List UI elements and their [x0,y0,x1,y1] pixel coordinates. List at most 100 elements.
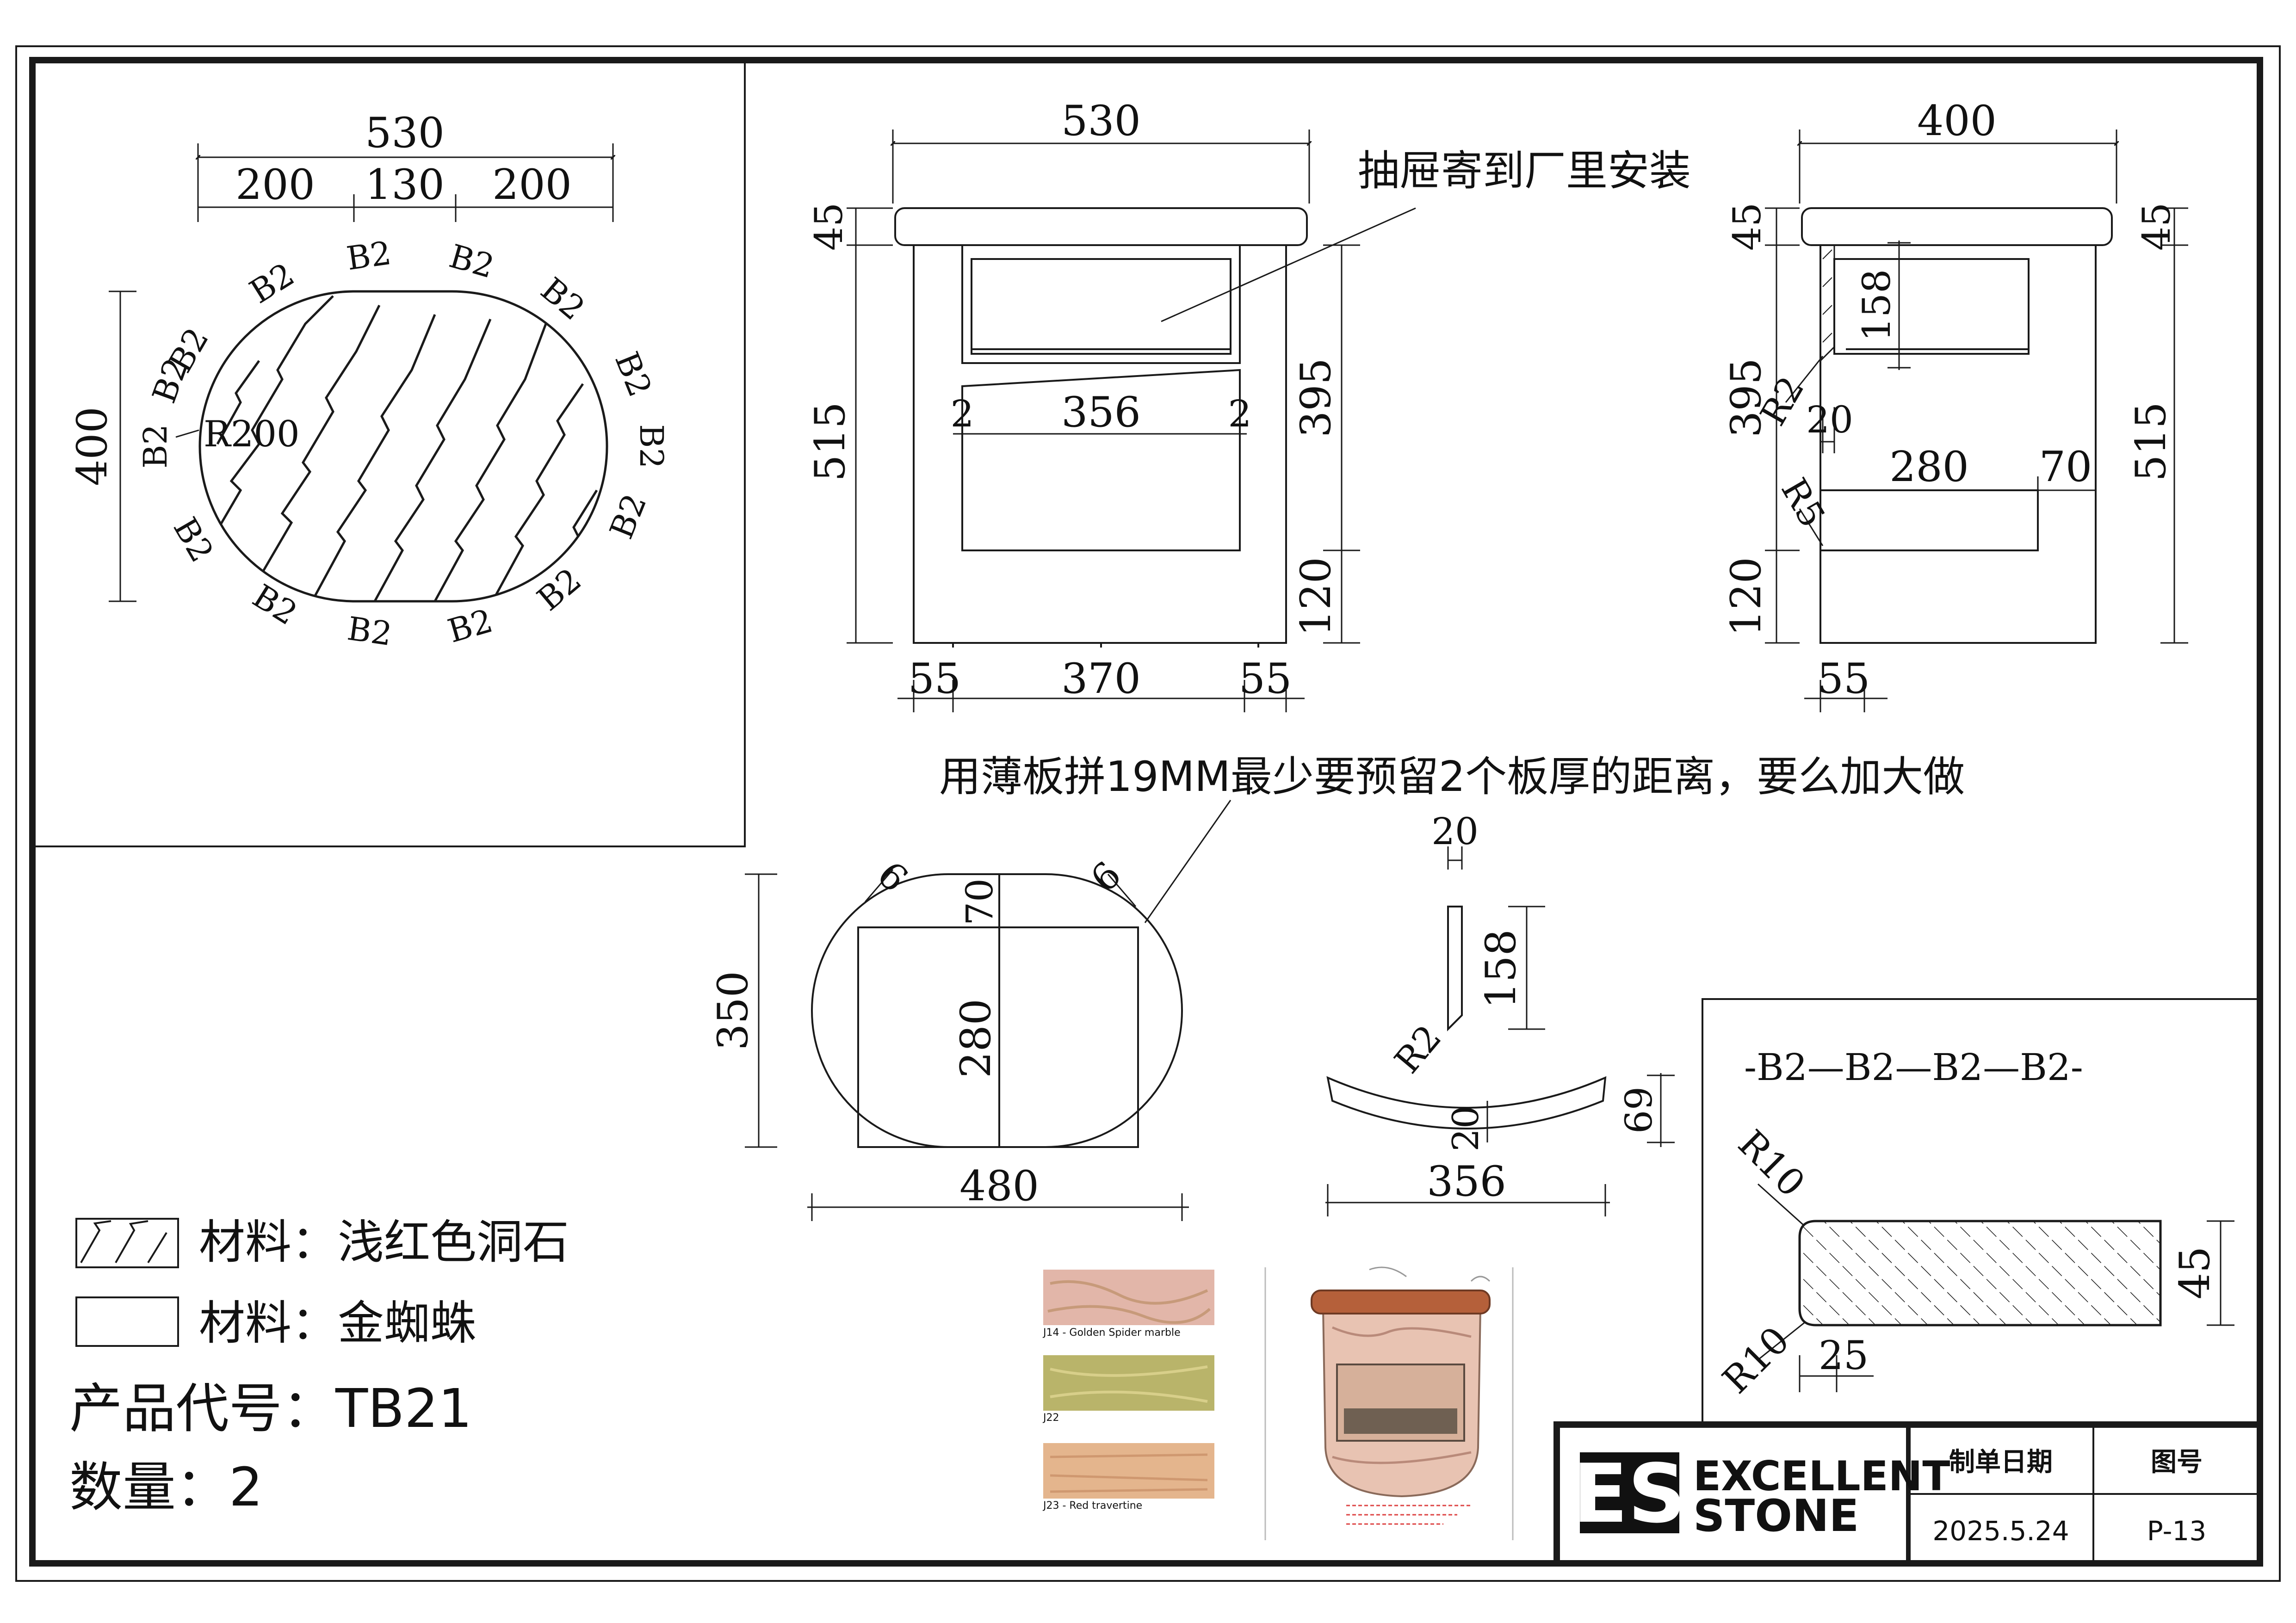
outer-frame [15,45,2281,1582]
brand-line-2: STONE [1693,1491,1859,1542]
brand-line-1: EXCELLENT [1693,1452,1950,1500]
plan-depth: 400 [68,407,117,486]
company-logo: ES [1572,1447,1686,1541]
legend-material-1: 材料：浅红色洞石 [199,1215,569,1269]
plan-edge-code: B2 [344,234,393,278]
plan-view-box [32,60,746,847]
part-curve-thickness: 20 [1445,1105,1487,1151]
plan-width-total: 530 [365,109,445,157]
plan-edge-code: B2 [166,511,221,568]
front-foot-left: 55 [908,654,961,703]
plan-segment-left: 200 [235,160,315,209]
render-preview [1264,1266,1514,1540]
plan-segment-mid: 130 [365,160,445,209]
date-label: 制单日期 [1949,1447,2053,1477]
sample-j22 [1043,1355,1214,1411]
side-top-thickness-left: 45 [1726,203,1770,251]
side-front-panel [1819,244,1835,363]
curved-bottom-piece [1326,1076,1607,1129]
drawer-corner-right: 6 [1083,853,1130,901]
plan-edge-code: B2 [602,488,654,544]
material-samples: J14 - Golden Spider marble J22 J23 - Red… [1042,1270,1214,1512]
edge-radius-bottom: R10 [1714,1318,1797,1401]
front-drawer-inner [971,258,1232,355]
legend-material-2: 材料：金蜘蛛 [199,1296,477,1350]
side-height-right: 515 [2127,402,2175,481]
front-panel-piece [1447,906,1463,1031]
edge-profile [1798,1220,2162,1327]
front-dim-lines [847,130,1416,712]
edge-codes-line: -B2—B2—B2—B2- [1744,1046,2083,1089]
front-drawer-note: 抽屉寄到厂里安装 [1358,147,1691,195]
sample-label-2: J22 [1042,1412,1059,1424]
front-top-thickness: 45 [807,203,851,251]
side-panel-thickness: 20 [1806,398,1853,441]
front-drawer-frame [961,244,1241,364]
plan-oval [198,290,608,603]
drawer-corner-left: 6 [869,853,916,901]
drawer-tray [857,926,1139,1148]
side-tray-depth: 280 [1889,443,1969,491]
plan-view [109,143,613,603]
edge-thickness: 45 [2171,1247,2219,1300]
side-drawer [1833,258,2030,355]
side-foot: 55 [1817,654,1870,703]
part-curve-width: 356 [1427,1157,1506,1206]
side-base-height: 120 [1722,557,1770,636]
title-block [1553,1421,2263,1567]
part-panel-height: 158 [1477,929,1525,1009]
marble-veins [207,295,598,601]
front-foot-right: 55 [1239,654,1292,703]
edge-detail-box [1702,998,2260,1425]
plan-edge-code: B2 [632,424,670,469]
edge-detail [1757,1183,2234,1392]
legend [75,1218,179,1347]
plan-edge-code: B2 [530,561,588,618]
part-curve-rise: 69 [1617,1086,1660,1134]
plan-dim-lines [109,143,613,602]
front-gap-right: 2 [1228,392,1252,435]
plan-edge-code: B2 [243,255,301,311]
edge-offset: 25 [1819,1333,1869,1379]
drawer-plan [745,869,1189,1221]
plan-segment-right: 200 [492,160,572,209]
drawer-tray-depth: 280 [952,999,1000,1078]
plan-edge-code: B2 [345,610,394,654]
side-dim-lines [1765,130,2188,712]
legend-quantity: 数量：2 [69,1456,263,1518]
part-panel-radius: R2 [1386,1017,1449,1081]
legend-swatch-plain [75,1296,179,1347]
side-height-left: 395 [1722,358,1770,438]
front-drawer-zone-height: 395 [1292,358,1340,438]
drawer-depth: 350 [709,971,757,1050]
plank-note: 用薄板拼19MM最少要预留2个板厚的距离，要么加大做 [939,753,1965,801]
front-base-height: 120 [1292,557,1340,636]
front-view [847,130,1416,712]
part-panel-thickness: 20 [1431,810,1479,853]
drawer-front-offset: 70 [958,878,1001,926]
logo-letters: ES [1572,1447,1686,1541]
inner-frame [29,57,2263,1567]
edge-radius-top: R10 [1730,1122,1813,1205]
plank-note-leader [1144,800,1232,923]
front-top [894,207,1308,246]
front-width: 530 [1061,97,1141,145]
drawing-no-label: 图号 [2151,1447,2203,1477]
legend-product-code: 产品代号：TB21 [69,1378,472,1440]
front-gap-left: 2 [951,392,974,435]
side-radius-mid: R5 [1773,471,1833,534]
plan-edge-code: B2 [246,577,304,632]
drawer-parts [1325,846,1675,1216]
drawer-width: 480 [959,1162,1039,1210]
front-body-height: 515 [806,402,854,481]
drawing-no-value: P-13 [2147,1515,2206,1547]
date-value: 2025.5.24 [1932,1515,2069,1547]
plan-radius: R200 [204,413,300,455]
side-view [1765,130,2188,712]
side-drawer-height: 158 [1855,269,1899,342]
side-top-thickness-right: 45 [2135,203,2179,251]
side-width: 400 [1917,97,1997,145]
render-top [1311,1290,1491,1314]
side-back-gap: 70 [2039,443,2092,491]
front-foot-mid: 370 [1061,654,1141,703]
